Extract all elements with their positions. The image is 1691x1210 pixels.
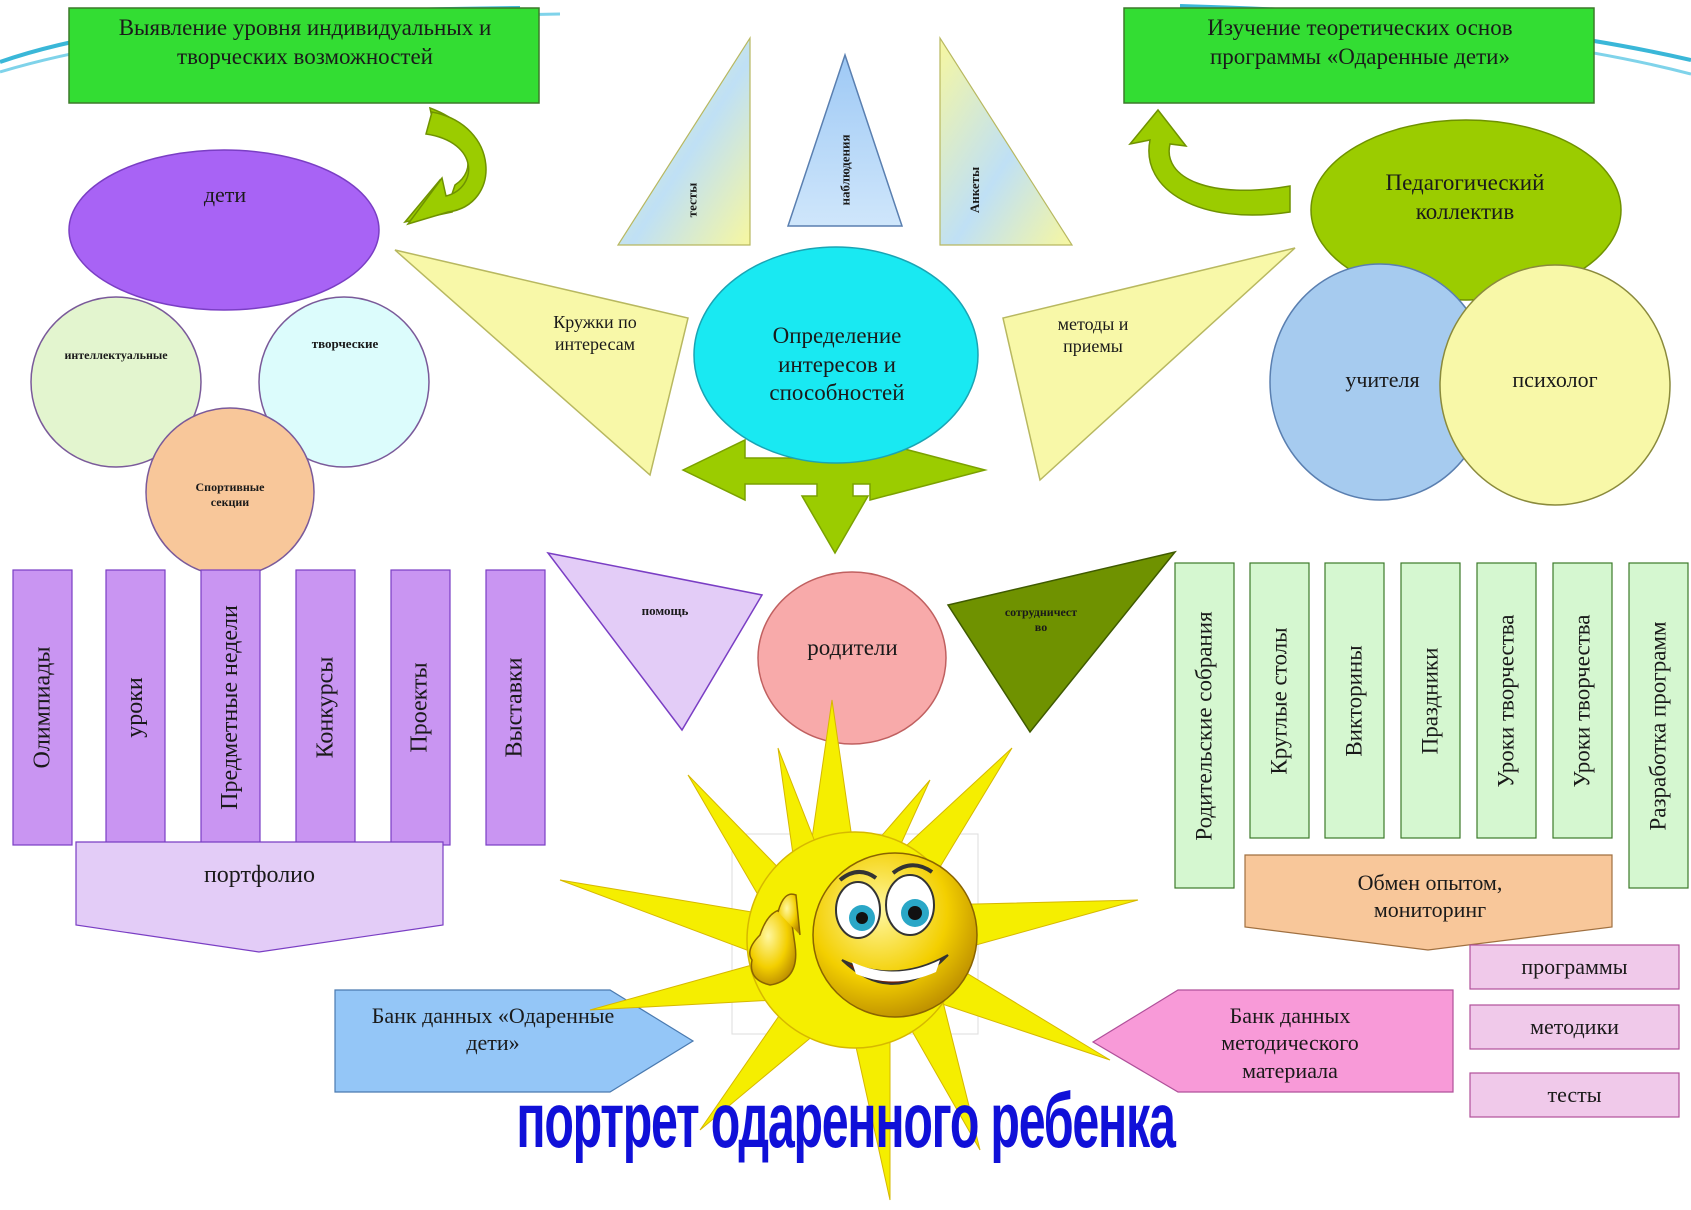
creative-label: творческие [311,335,379,351]
bank-left-label: Банк данных «Одаренные дети» [371,1002,615,1056]
subject-weeks-label: Предметные недели [217,605,244,810]
pedagogical-label: Педагогический коллектив [1385,170,1545,224]
circle-psychologist [1439,264,1671,506]
page-title: портрет одаренного ребенка [516,1076,1176,1164]
teachers-label: учителя [1345,367,1420,393]
parents-circle [757,571,947,745]
round-tables-label: Круглые столы [1266,626,1292,775]
parent-meetings-label: Родительские собрания [1191,610,1217,841]
observations-triangle-label: наблюдения [837,134,853,206]
right-columns [1174,562,1689,889]
center-circle-label: Определение интересов и способностей [769,322,905,406]
holidays-label: Праздники [1417,647,1443,754]
triangle-questionnaires [939,35,1074,246]
top-left-box [68,7,540,104]
parents-label: родители [807,634,898,660]
lessons-label: уроки [122,677,149,738]
questionnaires-triangle-label: Анкеты [967,166,983,214]
creativity-lessons-label: Уроки творчества [1493,613,1519,788]
cooperation-triangle [946,550,1177,734]
circle-intellectual [30,296,202,468]
intellectual-label: интеллектуальные [64,347,168,362]
right-wing-triangle [1002,247,1296,482]
portfolio-arrow [75,841,444,953]
left-columns [12,569,546,846]
tests-label: тесты [1547,1082,1602,1108]
curved-arrow-right-icon [1128,108,1291,216]
sports-label: Спортивные секции [195,480,265,509]
programs-label: программы [1521,954,1628,980]
bank-left-arrow [334,989,695,1093]
smiley-icon [749,852,978,1018]
left-wing-triangle [394,249,689,477]
program-development-label: Разработка программ [1645,620,1671,831]
cooperation-label: сотрудничество [1004,605,1078,634]
psychologist-label: психолог [1512,367,1598,393]
exchange-arrow [1244,854,1613,951]
center-circle [693,246,979,464]
exhibitions-label: Выставки [502,657,528,758]
tests-triangle-label: тесты [684,182,699,218]
methods-box [1469,1004,1680,1050]
contests-label: Конкурсы [312,656,339,759]
bank-right-arrow [1091,989,1454,1093]
exchange-label: Обмен опытом, мониторинг [1357,869,1503,923]
curved-arrow-left-icon [406,111,487,226]
programs-box [1469,944,1680,990]
pedagogical-oval [1310,119,1622,301]
right-wing-label: методы и приемы [1057,313,1129,357]
projects-label: Проекты [407,662,434,753]
help-label: помощь [641,602,689,618]
triangle-observations [786,52,904,227]
quizzes-label: Викторины [1341,644,1367,757]
children-label: дети [203,182,247,208]
portfolio-label: портфолио [203,862,316,888]
creativity-lessons-2-label: Уроки творчества [1569,613,1595,788]
bank-right-label: Банк данных методического материала [1221,1002,1359,1083]
circle-creative [258,296,430,468]
tests-box [1469,1072,1680,1118]
methods-label: методики [1530,1014,1619,1040]
children-oval [68,149,380,311]
left-wing-label: Кружки по интересам [553,311,637,355]
top-right-box [1123,7,1595,104]
help-triangle [546,551,764,732]
triangle-tests [616,35,751,246]
top-right-box-text: Изучение теоретических основ программы «… [1207,15,1513,69]
top-left-box-text: Выявление уровня индивидуальных и творче… [118,15,492,69]
olympiads-label: Олимпиады [29,646,56,769]
